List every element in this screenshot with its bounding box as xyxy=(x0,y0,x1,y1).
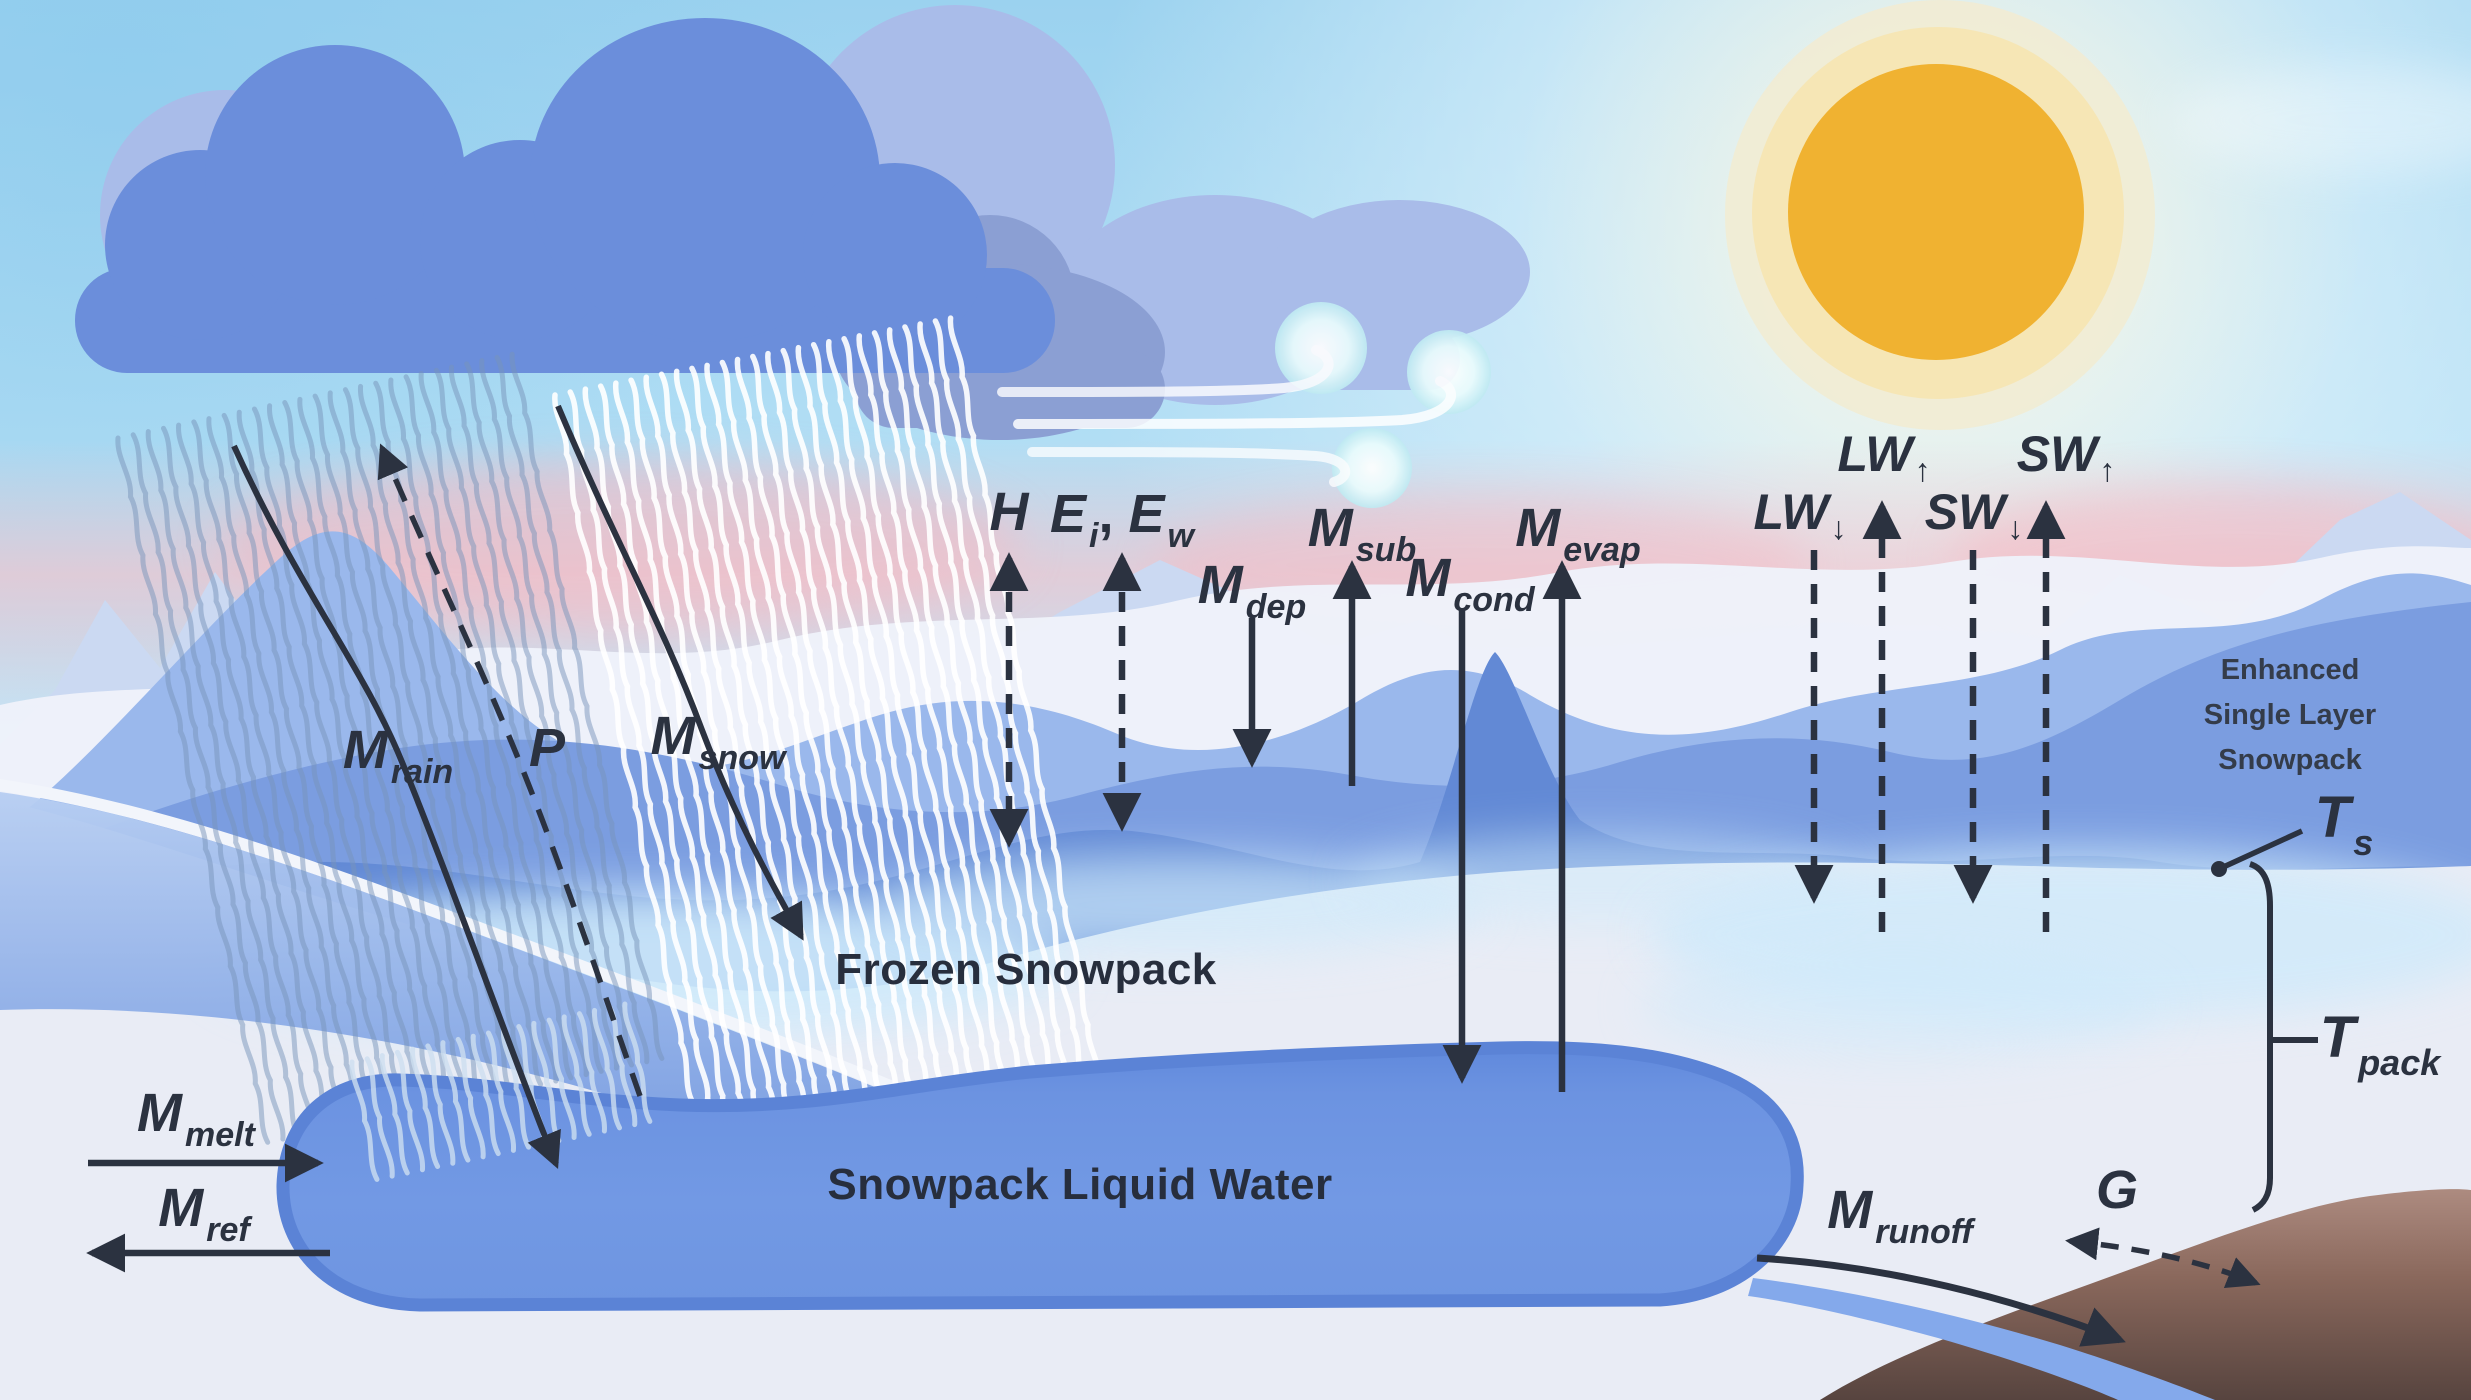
label-surface-temperature: Ts xyxy=(2314,785,2374,863)
label-refreeze: Mref xyxy=(158,1178,250,1249)
label-condensation: Mcond xyxy=(1405,548,1535,619)
liquid-water-pool xyxy=(276,1041,1804,1312)
label-vapor-flux: Ei, Ew xyxy=(1050,484,1194,555)
label-deposition: Mdep xyxy=(1197,555,1307,626)
label-snowfall: Msnow xyxy=(650,706,786,777)
label-runoff: Mrunoff xyxy=(1827,1180,1973,1251)
model-caption: Enhanced Single Layer Snowpack xyxy=(2204,648,2376,783)
temperature-annotations xyxy=(2211,828,2318,1213)
runoff-stream xyxy=(1748,1278,2215,1400)
down-arrow-icon: ↓ xyxy=(2007,510,2024,546)
caption-line-3: Snowpack xyxy=(2218,744,2362,776)
label-rain: Mrain xyxy=(342,720,454,791)
label-evaporation: Mevap xyxy=(1515,498,1641,569)
ground-heat-arrow xyxy=(2065,1227,2261,1289)
label-sublimation: Msub xyxy=(1307,498,1417,569)
flux-arrows xyxy=(86,404,2261,1347)
label-melt: Mmelt xyxy=(137,1083,255,1154)
label-precipitation: P xyxy=(528,718,566,778)
rain-streaks-on-water xyxy=(349,1001,653,1182)
up-arrow-icon: ↑ xyxy=(1914,452,1931,488)
label-shortwave-up: SW↑ xyxy=(2016,426,2116,488)
surface-temp-dot xyxy=(2211,861,2227,877)
label-shortwave-down: SW↓ xyxy=(1924,484,2024,546)
rain-arrow xyxy=(231,444,561,1169)
label-longwave-down: LW↓ xyxy=(1753,484,1847,546)
clouds-icon xyxy=(75,5,2471,440)
snow-streaks xyxy=(552,315,1103,1164)
label-sensible-heat: H xyxy=(989,482,1029,542)
down-arrow-icon: ↓ xyxy=(1830,510,1847,546)
caption-line-2: Single Layer xyxy=(2203,699,2377,731)
frozen-snowpack-title: Frozen Snowpack xyxy=(835,945,1217,994)
surface-temp-pointer xyxy=(2217,828,2304,872)
runoff-arrow xyxy=(1756,1254,2126,1347)
caption-line-1: Enhanced xyxy=(2220,654,2360,686)
label-ground-heat: G xyxy=(2095,1160,2139,1220)
label-pack-temperature: Tpack xyxy=(2319,1005,2441,1083)
rain-streaks xyxy=(115,351,665,1145)
up-arrow-icon: ↑ xyxy=(2099,452,2116,488)
snowpack-liquid-water-title: Snowpack Liquid Water xyxy=(827,1160,1333,1209)
wind-icon xyxy=(997,302,1491,508)
label-longwave-up: LW↑ xyxy=(1837,426,1931,488)
snowfall-arrow xyxy=(555,404,804,941)
